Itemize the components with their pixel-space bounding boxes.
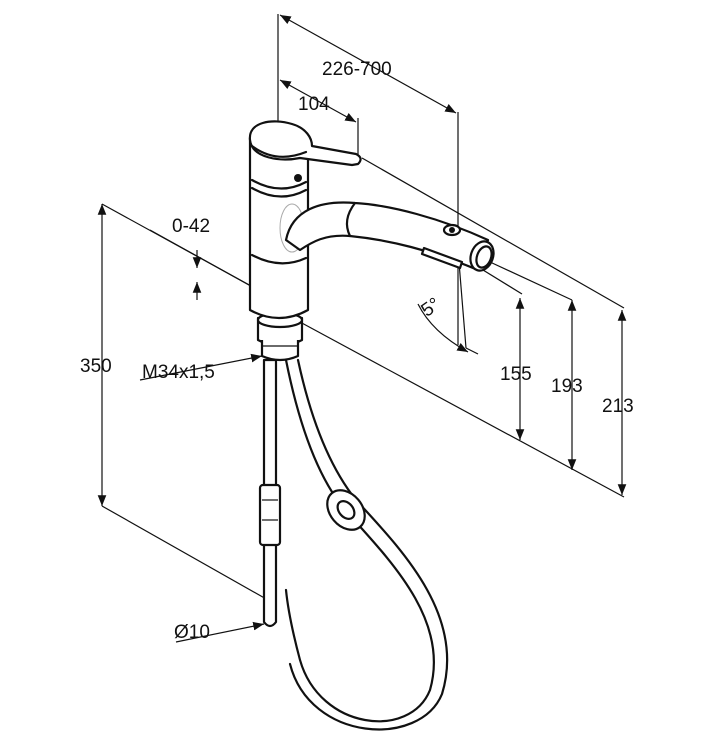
- faucet-body: [248, 136, 310, 320]
- dimension-lever-offset: 104: [279, 79, 359, 155]
- spout-height-label: 155: [500, 364, 532, 385]
- spout: [279, 201, 495, 272]
- outlet-height-label: 193: [551, 376, 583, 397]
- total-height-label: 213: [602, 396, 634, 417]
- supply-pipe: [258, 358, 282, 628]
- hose-length-label: 350: [80, 356, 112, 377]
- thread-label: M34x1,5: [142, 362, 215, 383]
- dimension-thread: M34x1,5: [139, 353, 263, 383]
- dimension-pipe-diameter: Ø10: [174, 621, 265, 643]
- faucet-base: [256, 311, 304, 362]
- pull-out-hose: [284, 358, 449, 731]
- angle-label: 5°: [418, 294, 445, 322]
- dimension-outlet-height: 193: [551, 300, 583, 470]
- dimension-reach: 226-700: [277, 14, 459, 345]
- faucet-lever: [248, 120, 362, 167]
- dimension-total-height: 213: [602, 310, 634, 495]
- dimension-deck-thickness: 0-42: [149, 216, 259, 300]
- deck-thickness-label: 0-42: [172, 216, 210, 237]
- dimension-hose-length: 350: [80, 204, 112, 506]
- dimension-spout-height: 155: [500, 298, 532, 440]
- lever-offset-label: 104: [298, 94, 330, 115]
- pipe-diameter-label: Ø10: [174, 622, 210, 643]
- hose-weight: [326, 489, 366, 531]
- reach-label: 226-700: [322, 59, 392, 80]
